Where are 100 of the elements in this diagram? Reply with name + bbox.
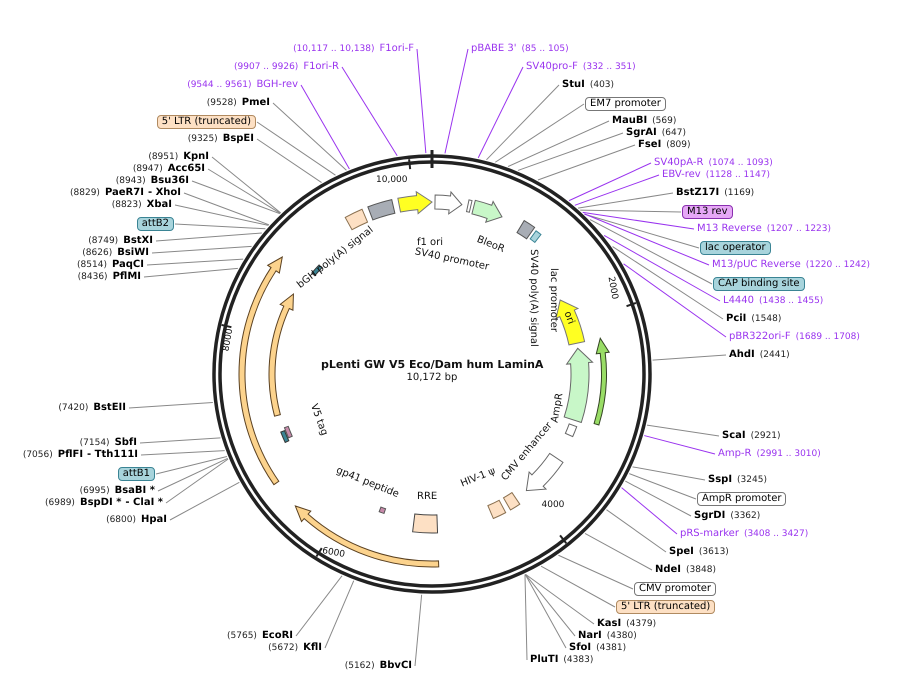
cut-position: (6995) — [80, 485, 110, 497]
primer-position: (332 .. 351) — [582, 61, 636, 73]
leader-line — [140, 437, 221, 444]
cut-position: (2921) — [750, 430, 781, 442]
leader-line — [623, 263, 726, 338]
cut-position: (3613) — [698, 546, 729, 558]
feature-tag: AmpR promoter — [697, 492, 786, 506]
leader-line — [621, 487, 678, 534]
primer-position: (1207 .. 1223) — [766, 223, 832, 235]
leader-line — [578, 192, 674, 209]
cut-position: (9528) — [206, 97, 237, 109]
enzyme-name: PciI — [726, 313, 746, 325]
enzyme-name: PaqCI — [112, 259, 144, 271]
enzyme-name: BspDI * — [80, 497, 122, 509]
feature-name: V5 tag — [306, 402, 330, 438]
primer-position: (9907 .. 9926) — [234, 61, 298, 73]
leader-line — [192, 180, 280, 214]
scale-number: 10,000 — [376, 174, 408, 186]
cut-position: (4380) — [606, 630, 637, 642]
leader-line — [612, 246, 724, 320]
cut-position: (3848) — [686, 564, 716, 576]
leader-line — [140, 450, 226, 456]
enzyme-name: BstZ17I — [676, 187, 720, 199]
leader-line — [540, 566, 616, 608]
cut-position: (8514) — [77, 259, 107, 271]
cut-position: (569) — [652, 115, 676, 127]
primer-position: (9544 .. 9561) — [187, 79, 252, 91]
leader-line — [590, 219, 712, 284]
enzyme-name: PluTI — [530, 654, 558, 666]
leader-line — [584, 213, 710, 266]
leader-line — [644, 435, 716, 454]
leader-line — [524, 574, 566, 648]
leader-line — [494, 104, 584, 163]
enzyme-name: PmeI — [242, 97, 270, 109]
enzyme-name: PflFI — [58, 449, 84, 461]
cut-position: (4381) — [596, 642, 626, 654]
enzyme-name: KpnI — [183, 151, 209, 163]
feature-name: HIV-1 ψ — [459, 466, 498, 490]
feature-tag: 5' LTR (truncated) — [616, 600, 716, 614]
cut-position: (3362) — [730, 510, 760, 522]
leader-line — [416, 48, 426, 154]
scale-number: 2000 — [604, 276, 620, 300]
enzyme-name: - XhoI — [148, 187, 181, 199]
primer-name: L4440 — [723, 295, 754, 307]
feature-tag: EM7 promoter — [585, 97, 666, 111]
leader-line — [212, 156, 282, 214]
leader-line — [208, 168, 281, 214]
enzyme-name: ScaI — [722, 430, 746, 442]
cut-position: (8829) — [70, 187, 100, 199]
leader-line — [184, 192, 270, 226]
cut-position: (5162) — [344, 660, 375, 672]
enzyme-name: HpaI — [141, 514, 167, 526]
primer-name: pBR322ori-F — [729, 331, 791, 343]
feature-name: AmpR — [549, 392, 566, 424]
leader-line — [156, 456, 228, 474]
leader-line — [584, 532, 652, 570]
leader-line — [524, 574, 576, 636]
leader-line — [486, 84, 560, 160]
enzyme-name: BstXI — [123, 235, 153, 247]
enzyme-name: SspI — [708, 474, 732, 486]
enzyme-name: NarI — [578, 630, 602, 642]
feature-name: lac promoter — [547, 268, 559, 332]
leader-line — [558, 554, 634, 590]
leader-line — [256, 122, 336, 176]
primer-position: (1438 .. 1455) — [759, 295, 824, 307]
leader-line — [146, 258, 244, 266]
primer-position: (1128 .. 1147) — [706, 169, 770, 181]
feature-name: RRE — [417, 491, 438, 503]
enzyme-name: EcoRI — [262, 630, 293, 642]
primer-position: (1220 .. 1242) — [806, 259, 870, 271]
cut-position: (1548) — [751, 313, 782, 325]
leader-line — [580, 210, 682, 212]
primer-name: SV40pA-R — [654, 157, 704, 169]
enzyme-name: AhdI — [729, 349, 755, 361]
primer-name: M13 Reverse — [697, 223, 762, 235]
leader-line — [272, 102, 347, 171]
enzyme-name: StuI — [562, 79, 585, 91]
leader-line — [128, 402, 214, 408]
scale-number: 6000 — [320, 545, 346, 561]
primer-name: pRS-marker — [680, 528, 739, 540]
enzyme-name: BspEI — [222, 133, 254, 145]
cut-position: (8823) — [112, 199, 142, 211]
cut-position: (5672) — [268, 642, 298, 654]
feature-tag: attB2 — [136, 217, 174, 231]
enzyme-name: KflI — [303, 642, 322, 654]
cut-position: (647) — [662, 127, 686, 139]
enzyme-name: PaeR7I — [104, 187, 144, 199]
cut-position: (403) — [590, 79, 614, 91]
plasmid-name: pLenti GW V5 Eco/Dam hum LaminA — [321, 359, 544, 371]
primer-name: M13/pUC Reverse — [712, 259, 801, 271]
leader-line — [342, 66, 398, 156]
scale-number: 4000 — [542, 499, 564, 511]
leader-line — [144, 268, 238, 278]
enzyme-name: - Tth111I — [87, 449, 138, 461]
leader-line — [478, 66, 524, 158]
feature-tag: lac operator — [700, 241, 771, 255]
leader-line — [524, 574, 528, 660]
primer-name: F1ori-R — [303, 61, 339, 73]
enzyme-name: Bsu36I — [150, 175, 189, 187]
cut-position: (4379) — [626, 618, 656, 630]
